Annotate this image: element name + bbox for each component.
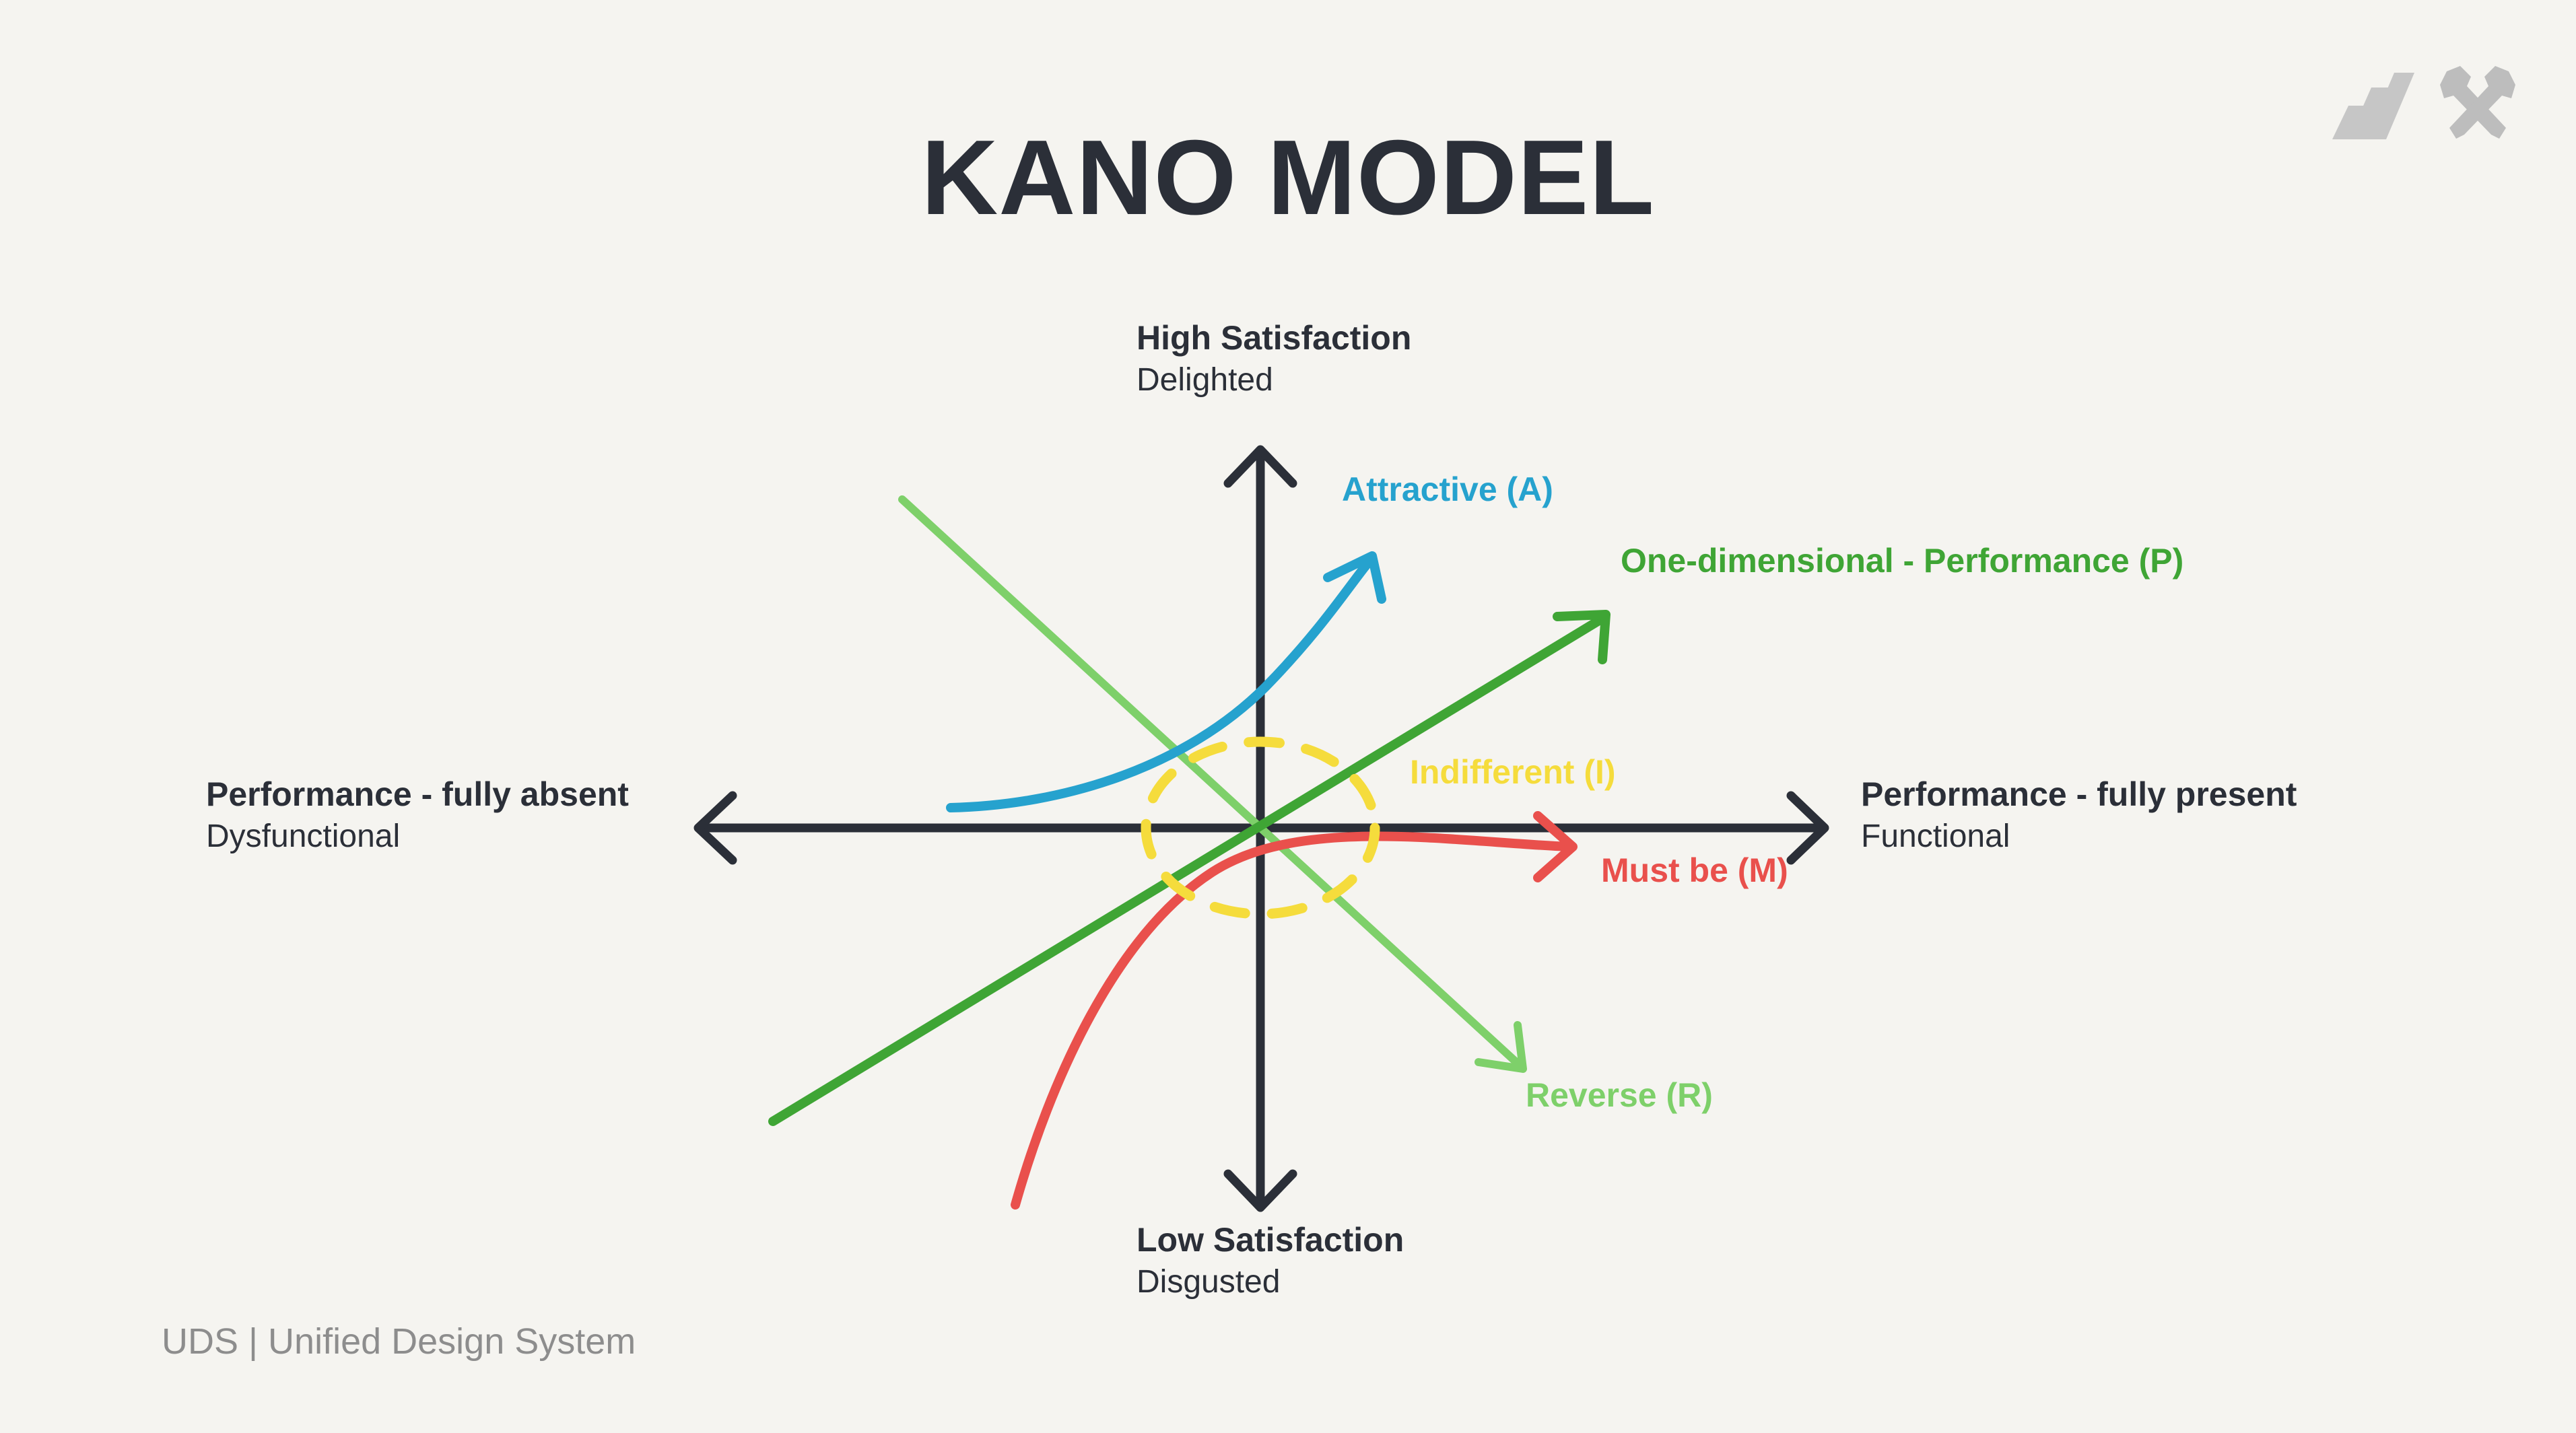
curve-label-mustbe: Must be (M): [1601, 851, 1788, 889]
curve-reverse: [898, 495, 1527, 1073]
axis-label-right-secondary: Functional: [1861, 818, 2010, 854]
curve-label-performance: One-dimensional - Performance (P): [1621, 542, 2184, 580]
curve-label-indifferent: Indifferent (I): [1410, 753, 1616, 791]
curve-mustbe: [1011, 811, 1578, 1210]
axis-label-top-secondary: Delighted: [1137, 362, 1273, 398]
curve-indifferent: [1141, 736, 1380, 919]
axis-label-bottom-secondary: Disgusted: [1137, 1264, 1281, 1300]
axis-label-bottom: Low Satisfaction Disgusted: [1137, 1218, 1404, 1302]
axis-label-top: High Satisfaction Delighted: [1137, 316, 1411, 400]
axis-label-bottom-primary: Low Satisfaction: [1137, 1221, 1404, 1259]
curve-attractive: [946, 551, 1386, 812]
curve-label-reverse: Reverse (R): [1526, 1076, 1713, 1114]
axis-label-right: Performance - fully present Functional: [1861, 773, 2297, 857]
axis-label-top-primary: High Satisfaction: [1137, 319, 1412, 357]
curve-performance: [768, 610, 1611, 1126]
footer-brand: UDS | Unified Design System: [162, 1321, 636, 1362]
axis-label-left: Performance - fully absent Dysfunctional: [206, 773, 629, 857]
crossed-tools-icon: [2440, 66, 2515, 139]
bar-chart-icon: [2332, 73, 2414, 139]
page-title: KANO MODEL: [921, 118, 1655, 237]
axis-label-right-primary: Performance - fully present: [1861, 775, 2297, 813]
axis-label-left-primary: Performance - fully absent: [206, 775, 629, 813]
logo-group: [2330, 63, 2532, 151]
curve-label-attractive: Attractive (A): [1342, 470, 1553, 508]
axis-label-left-secondary: Dysfunctional: [206, 818, 401, 854]
